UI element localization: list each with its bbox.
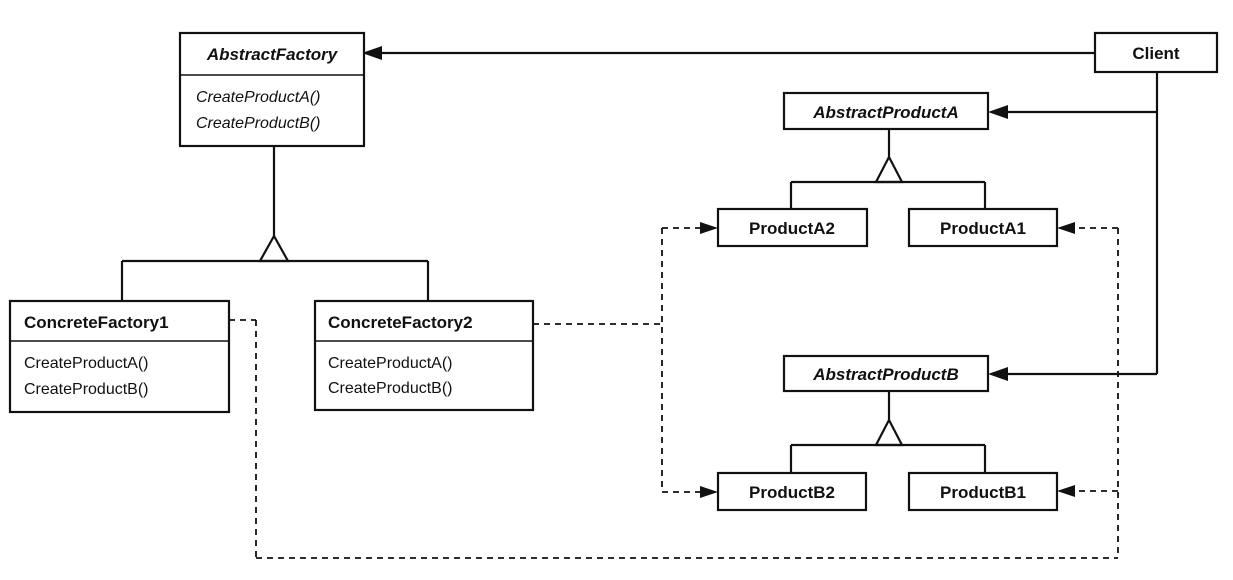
class-abstract-product-a[interactable]: AbstractProductA	[782, 91, 990, 131]
class-concrete-factory2[interactable]: ConcreteFactory2 CreateProductA() Create…	[313, 299, 535, 412]
concrete-factory2-creates-products	[533, 222, 718, 498]
client-to-abstract-factory-association	[362, 46, 1095, 60]
operation-create-product-a: CreateProductA()	[24, 355, 149, 372]
class-name: AbstractProductB	[812, 365, 958, 384]
class-product-a2[interactable]: ProductA2	[716, 207, 869, 248]
class-product-b2[interactable]: ProductB2	[716, 471, 868, 512]
class-product-b1[interactable]: ProductB1	[907, 471, 1059, 512]
client-to-abstract-products-association	[988, 72, 1159, 381]
class-name: Client	[1132, 44, 1180, 63]
abstract-product-a-inheritance	[789, 129, 987, 209]
class-name: ConcreteFactory1	[24, 313, 169, 332]
class-abstract-factory[interactable]: AbstractFactory CreateProductA() CreateP…	[178, 31, 366, 148]
class-name: ProductB2	[749, 483, 835, 502]
operation-create-product-a: CreateProductA()	[196, 89, 321, 106]
class-name: AbstractFactory	[206, 45, 339, 64]
class-client[interactable]: Client	[1093, 31, 1219, 74]
class-name: ProductA1	[940, 219, 1026, 238]
class-name: ProductA2	[749, 219, 835, 238]
class-abstract-product-b[interactable]: AbstractProductB	[782, 354, 990, 393]
class-name: AbstractProductA	[812, 103, 958, 122]
class-name: ConcreteFactory2	[328, 313, 473, 332]
abstract-product-b-inheritance	[789, 391, 987, 473]
class-name: ProductB1	[940, 483, 1026, 502]
class-product-a1[interactable]: ProductA1	[907, 207, 1059, 248]
operation-create-product-b: CreateProductB()	[328, 380, 453, 397]
operation-create-product-b: CreateProductB()	[24, 381, 149, 398]
operation-create-product-a: CreateProductA()	[328, 355, 453, 372]
concrete-factory1-creates-products	[229, 222, 1119, 559]
operation-create-product-b: CreateProductB()	[196, 115, 321, 132]
class-concrete-factory1[interactable]: ConcreteFactory1 CreateProductA() Create…	[8, 299, 231, 414]
abstract-factory-inheritance	[120, 146, 430, 301]
